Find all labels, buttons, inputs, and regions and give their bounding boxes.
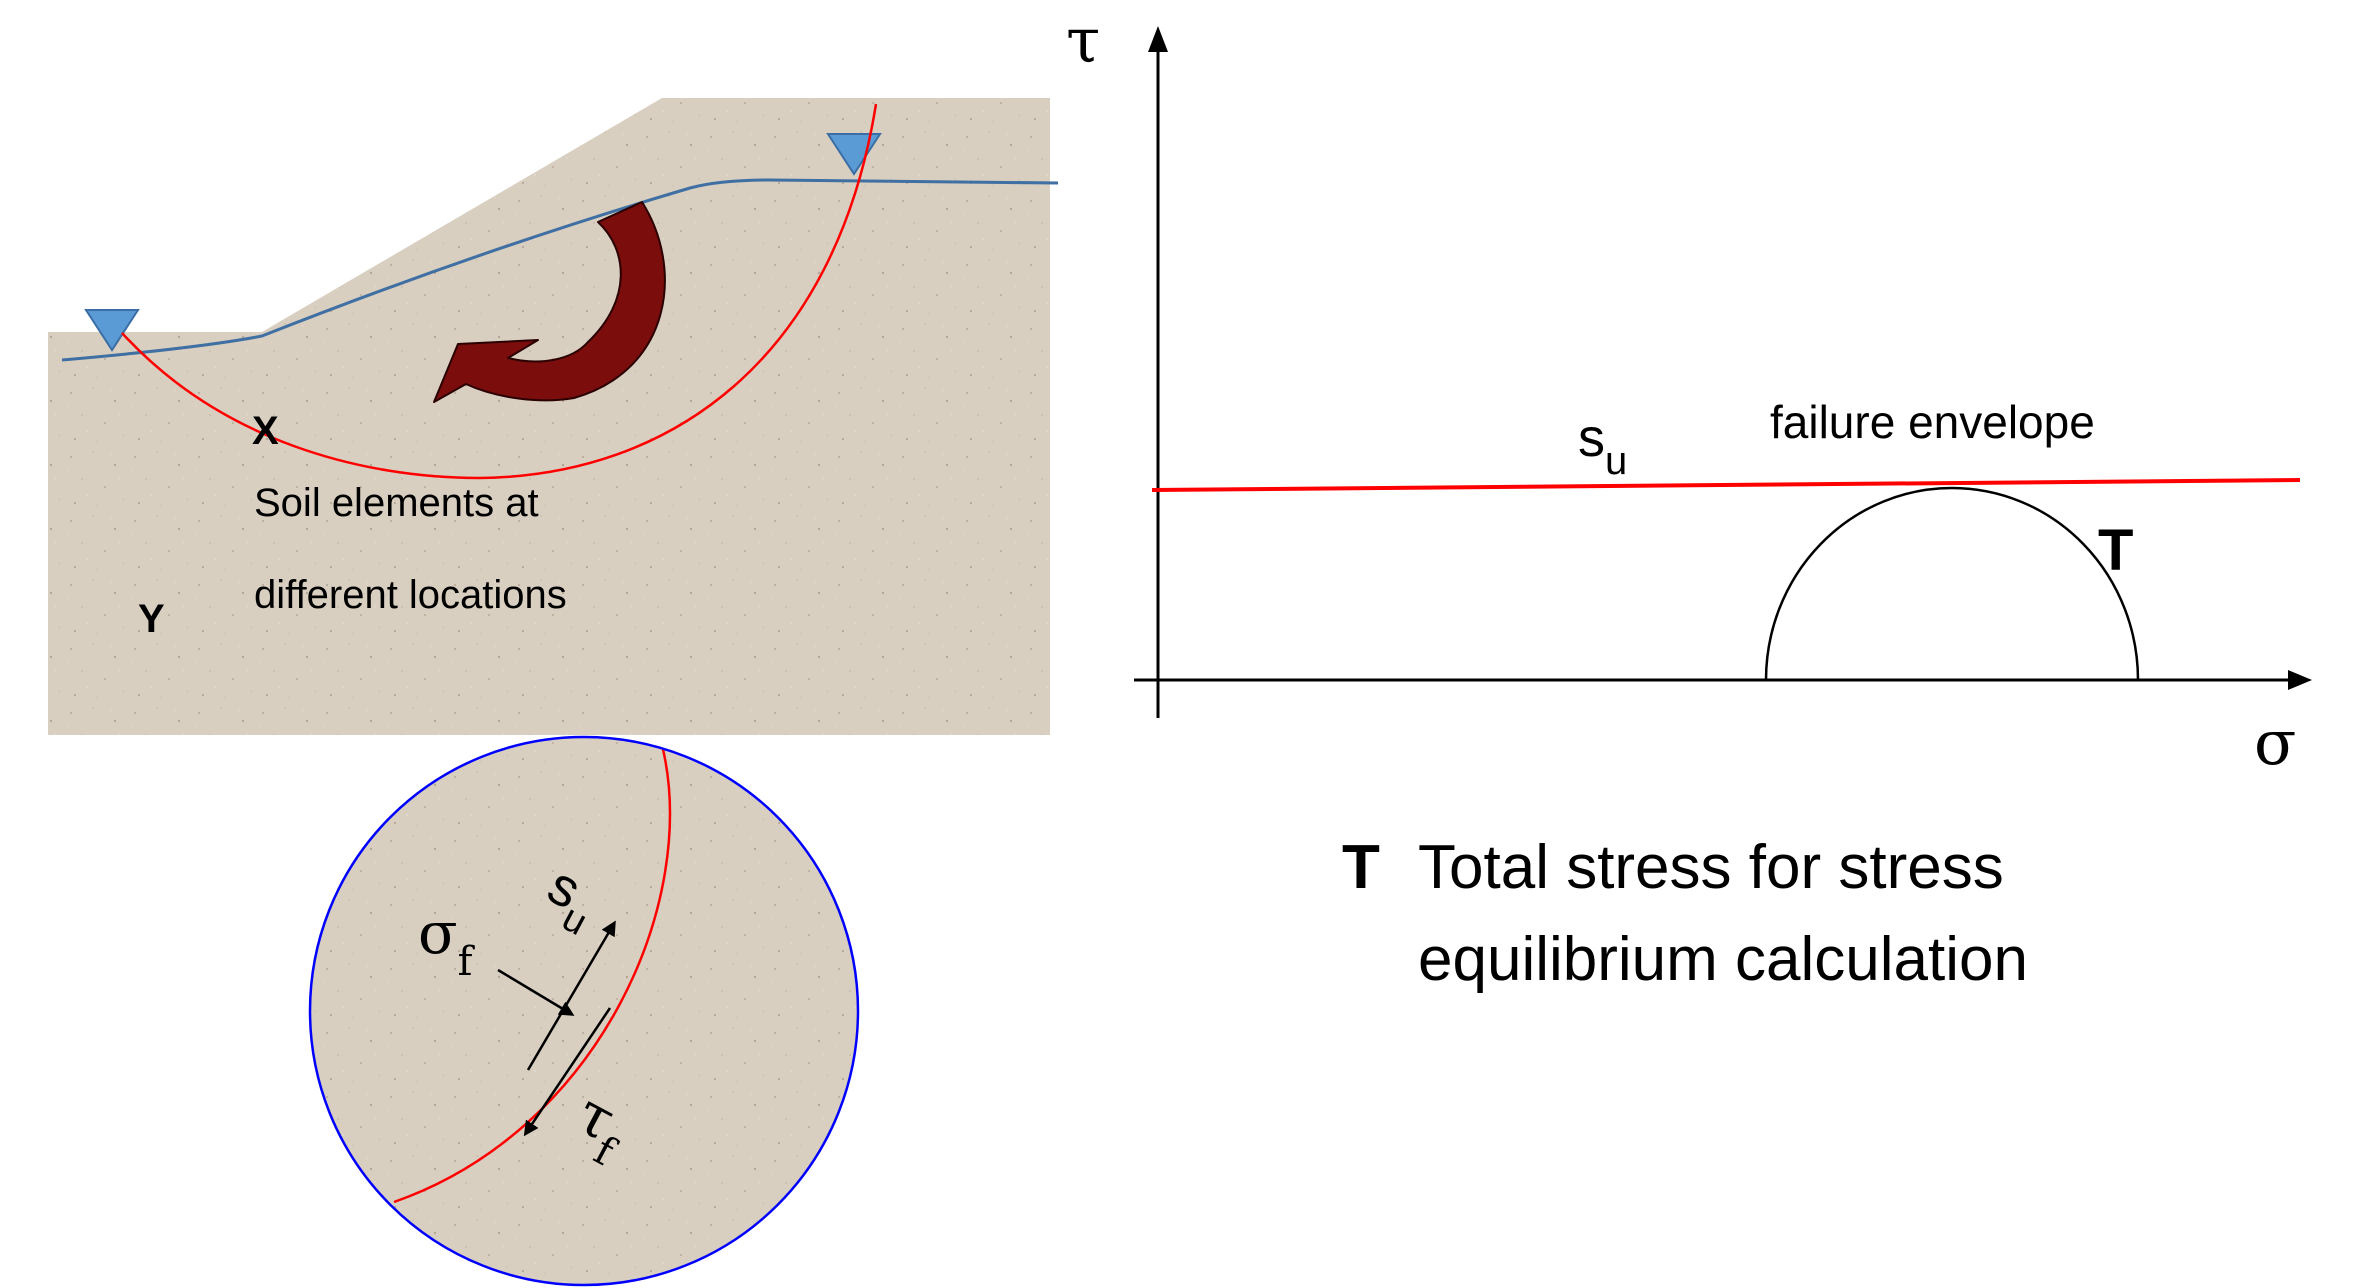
slip-surface-arc — [121, 103, 878, 480]
mohr-circle-total-stress — [1764, 486, 2140, 681]
water-table-line — [61, 178, 1059, 362]
soil-element-outline — [308, 735, 860, 1287]
sigma-normal-arrow — [497, 968, 575, 1016]
label-x: X — [252, 409, 279, 453]
mohr-diagram: τ σ su failure envelope T — [1066, 4, 2312, 779]
soil-element-fill — [310, 737, 858, 1285]
failure-envelope-label: failure envelope — [1770, 396, 2095, 448]
water-level-marker-left — [84, 309, 140, 352]
sigma-f-label: σf — [418, 899, 476, 985]
legend: T Total stress for stress equilibrium ca… — [1342, 833, 2028, 994]
slope-panel: X Soil elements at different locations Y — [48, 98, 1059, 735]
label-y: Y — [138, 597, 165, 641]
legend-line1: Total stress for stress — [1418, 833, 2004, 902]
su-shear-line — [526, 920, 616, 1071]
legend-key: T — [1342, 833, 1380, 902]
soil-elements-caption-line1: Soil elements at — [254, 481, 539, 525]
legend-line2: equilibrium calculation — [1418, 925, 2028, 994]
tau-axis-arrowhead — [1148, 26, 1168, 52]
sigma-axis-label: σ — [2254, 706, 2296, 779]
sigma-axis-arrowhead — [2288, 670, 2312, 690]
soil-element-zoom: σf su τf — [308, 735, 860, 1287]
mohr-circle-label: T — [2098, 518, 2133, 583]
tau-shear-line — [523, 1007, 612, 1137]
tau-axis-label: τ — [1066, 4, 1100, 77]
soil-elements-caption-line2: different locations — [254, 573, 567, 617]
su-envelope-label: su — [1578, 408, 1627, 483]
rotation-arrow — [433, 201, 666, 403]
soil-slope-body — [48, 98, 1050, 735]
failure-envelope-line — [1151, 478, 2301, 492]
element-slip-surface — [393, 744, 672, 1204]
